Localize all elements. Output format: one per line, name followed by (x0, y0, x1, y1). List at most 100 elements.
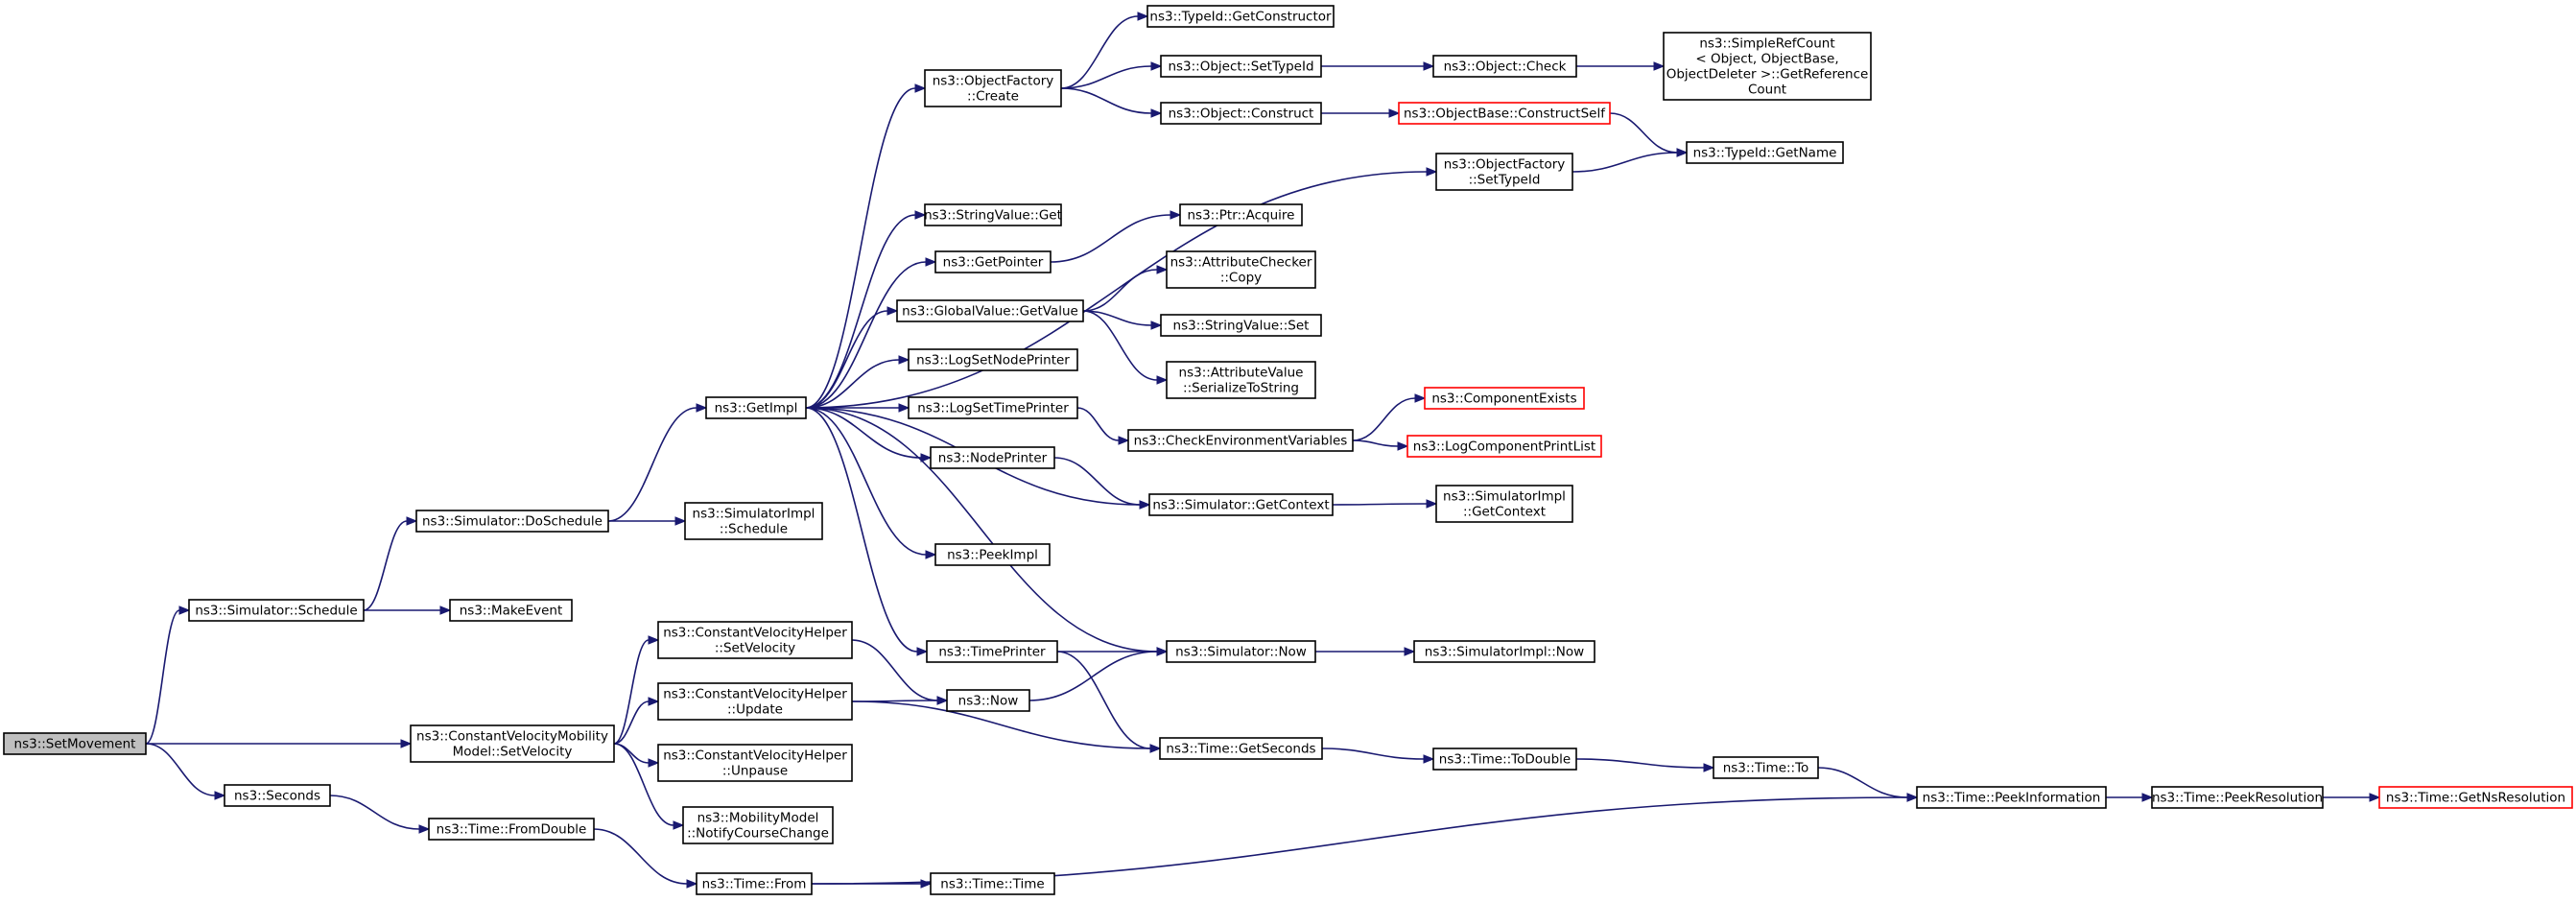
node-label-line: ns3::Seconds (234, 789, 320, 804)
node-log-set-time[interactable]: ns3::LogSetTimePrinter (908, 396, 1078, 419)
node-type-id-get-name[interactable]: ns3::TypeId::GetName (1686, 141, 1844, 164)
node-label-line: ::GetContext (1463, 505, 1546, 520)
node-get-pointer[interactable]: ns3::GetPointer (934, 250, 1052, 273)
node-label-line: ns3::Now (958, 694, 1019, 709)
node-obj-set-type-id[interactable]: ns3::Object::SetTypeId (1160, 55, 1322, 78)
node-seconds[interactable]: ns3::Seconds (224, 784, 331, 807)
edge-time-from-to-peek-info (811, 793, 1919, 885)
node-obj-factory-create[interactable]: ns3::ObjectFactory::Create (924, 69, 1062, 107)
node-peek-impl[interactable]: ns3::PeekImpl (934, 543, 1051, 566)
node-attr-checker-copy[interactable]: ns3::AttributeChecker::Copy (1166, 250, 1316, 289)
node-set-movement[interactable]: ns3::SetMovement (3, 732, 147, 755)
node-ptr-acquire[interactable]: ns3::Ptr::Acquire (1179, 203, 1303, 226)
node-time-time[interactable]: ns3::Time::Time (930, 872, 1055, 895)
edge-obj-check-to-ref-count (1576, 61, 1666, 71)
node-box (1663, 32, 1872, 101)
node-impl-schedule[interactable]: ns3::SimulatorImpl::Schedule (684, 502, 823, 540)
node-make-event[interactable]: ns3::MakeEvent (449, 599, 573, 622)
node-impl-now[interactable]: ns3::SimulatorImpl::Now (1413, 640, 1595, 663)
node-box (1160, 314, 1322, 337)
node-log-set-node[interactable]: ns3::LogSetNodePrinter (908, 348, 1078, 371)
node-obj-construct[interactable]: ns3::Object::Construct (1160, 102, 1322, 125)
node-do-schedule[interactable]: ns3::Simulator::DoSchedule (415, 510, 609, 533)
node-get-impl[interactable]: ns3::GetImpl (705, 396, 807, 419)
node-str-value-set[interactable]: ns3::StringValue::Set (1160, 314, 1322, 337)
edge-obj-factory-create-to-obj-set-type-id (1060, 61, 1163, 89)
node-label-line: ::Create (967, 89, 1019, 105)
edge-schedule-to-make-event (364, 605, 452, 615)
node-label-line: ns3::ObjectFactory (933, 74, 1054, 89)
node-label-line: ns3::ConstantVelocityHelper (663, 687, 847, 702)
edge-of-set-type-id-to-type-id-get-name (1572, 148, 1689, 173)
edge-set-movement-to-seconds (145, 743, 226, 800)
node-box (657, 744, 853, 782)
node-label-line: ns3::Time::PeekResolution (2152, 791, 2323, 806)
node-ref-count[interactable]: ns3::SimpleRefCount< Object, ObjectBase,… (1663, 32, 1872, 101)
node-label-line: ns3::Simulator::Schedule (195, 604, 357, 619)
node-label-line: ::Copy (1220, 271, 1262, 286)
node-node-printer[interactable]: ns3::NodePrinter (930, 446, 1055, 469)
node-check-env[interactable]: ns3::CheckEnvironmentVariables (1127, 429, 1354, 452)
edge-time-to-to-peek-info (1817, 767, 1919, 802)
node-impl-get-context[interactable]: ns3::SimulatorImpl::GetContext (1435, 485, 1573, 523)
node-cvh-unpause[interactable]: ns3::ConstantVelocityHelper::Unpause (657, 744, 853, 782)
node-box (1159, 737, 1323, 760)
node-component-exists[interactable]: ns3::ComponentExists (1424, 387, 1585, 410)
node-box (1160, 102, 1322, 125)
node-label-line: ns3::ObjectFactory (1444, 157, 1566, 173)
node-label-line: ns3::Time::FromDouble (437, 822, 587, 838)
node-sim-get-context[interactable]: ns3::Simulator::GetContext (1148, 493, 1334, 516)
node-of-set-type-id[interactable]: ns3::ObjectFactory::SetTypeId (1435, 153, 1573, 191)
edge-node-printer-to-sim-get-context (1053, 457, 1151, 510)
node-obj-check[interactable]: ns3::Object::Check (1432, 55, 1577, 78)
edge-obj-factory-create-to-get-constructor (1060, 12, 1149, 89)
edge-schedule-to-do-schedule (363, 516, 418, 611)
node-str-value-get[interactable]: ns3::StringValue::Get (924, 203, 1062, 226)
node-obj-base-construct[interactable]: ns3::ObjectBase::ConstructSelf (1398, 102, 1611, 125)
edge-get-impl-to-sim-now (805, 407, 1169, 656)
node-global-get-value[interactable]: ns3::GlobalValue::GetValue (896, 299, 1084, 322)
node-box (682, 806, 834, 844)
node-label-line: ns3::TypeId::GetName (1693, 146, 1837, 161)
node-box (908, 396, 1078, 419)
node-box (1166, 250, 1316, 289)
edge-sim-now-to-impl-now (1315, 647, 1416, 656)
node-from-double[interactable]: ns3::Time::FromDouble (428, 818, 595, 841)
node-time-to[interactable]: ns3::Time::To (1713, 756, 1819, 779)
node-get-ns-res[interactable]: ns3::Time::GetNsResolution (2378, 786, 2573, 809)
node-cvm-set-velocity[interactable]: ns3::ConstantVelocityMobilityModel::SetV… (410, 724, 615, 763)
node-label-line: ns3::LogComponentPrintList (1413, 439, 1595, 455)
node-label-line: ns3::AttributeValue (1179, 366, 1304, 381)
node-box (908, 348, 1078, 371)
node-get-constructor[interactable]: ns3::TypeId::GetConstructor (1146, 5, 1335, 28)
node-attr-value-ser[interactable]: ns3::AttributeValue::SerializeToString (1166, 361, 1316, 399)
edge-get-impl-to-node-printer (805, 407, 933, 463)
node-cvh-update[interactable]: ns3::ConstantVelocityHelper::Update (657, 682, 853, 721)
edge-cvm-set-velocity-to-cvh-update (613, 697, 660, 745)
node-label-line: ns3::SimulatorImpl::Now (1425, 645, 1584, 660)
edges-layer (145, 12, 2381, 889)
node-label-line: ns3::TypeId::GetConstructor (1149, 10, 1332, 25)
edge-get-impl-to-global-get-value (805, 306, 899, 409)
edge-global-get-value-to-str-value-set (1082, 310, 1163, 330)
node-log-comp-print[interactable]: ns3::LogComponentPrintList (1406, 435, 1602, 458)
node-cvh-set-velocity[interactable]: ns3::ConstantVelocityHelper::SetVelocity (657, 621, 853, 659)
node-label-line: ns3::MobilityModel (697, 811, 819, 826)
node-label-line: ObjectDeleter >::GetReference (1666, 67, 1869, 83)
node-label-line: ns3::Ptr::Acquire (1188, 208, 1295, 224)
node-label-line: ns3::LogSetNodePrinter (916, 353, 1070, 368)
node-schedule[interactable]: ns3::Simulator::Schedule (188, 599, 365, 622)
node-now[interactable]: ns3::Now (946, 689, 1030, 712)
node-time-from[interactable]: ns3::Time::From (696, 872, 813, 895)
node-get-seconds[interactable]: ns3::Time::GetSeconds (1159, 737, 1323, 760)
node-time-printer[interactable]: ns3::TimePrinter (926, 640, 1058, 663)
node-to-double[interactable]: ns3::Time::ToDouble (1432, 748, 1577, 771)
edge-get-impl-to-peek-impl (805, 407, 937, 559)
node-label-line: ::Schedule (720, 522, 788, 537)
node-label-line: ns3::MakeEvent (460, 604, 563, 619)
node-sim-now[interactable]: ns3::Simulator::Now (1166, 640, 1316, 663)
node-peek-info[interactable]: ns3::Time::PeekInformation (1916, 786, 2107, 809)
node-notify-course[interactable]: ns3::MobilityModel::NotifyCourseChange (682, 806, 834, 844)
node-box (1398, 102, 1611, 125)
node-peek-res[interactable]: ns3::Time::PeekResolution (2151, 786, 2324, 809)
